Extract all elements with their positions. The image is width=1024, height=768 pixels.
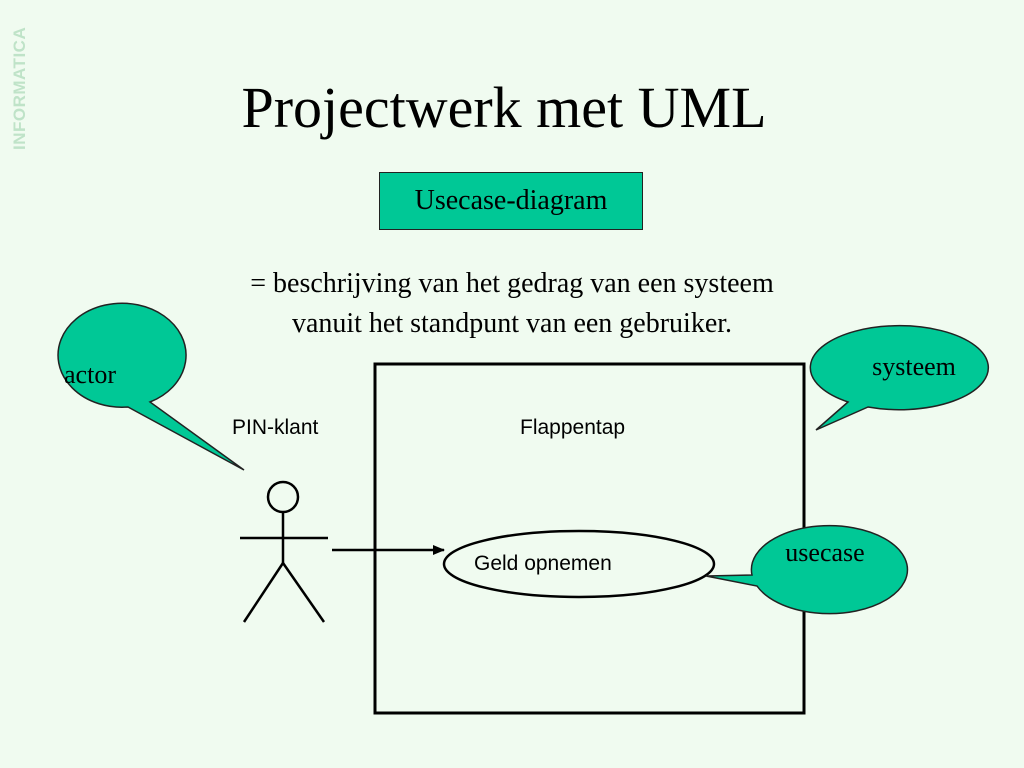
system-callout [809,324,990,431]
usecase-callout [705,524,909,615]
usecase-name-label: Geld opnemen [474,552,612,575]
system-callout-label: systeem [872,352,956,381]
usecase-ellipse [442,529,716,599]
usecase-callout-label: usecase [785,538,865,567]
usecase-diagram-badge: Usecase-diagram [379,172,643,230]
actor-head [266,480,300,514]
description-line-2: vanuit het standpunt van een gebruiker. [291,308,733,339]
actor-right-leg [281,562,326,623]
page-title: Projectwerk met UML [241,75,767,140]
description: = beschrijving van het gedrag van een sy… [0,264,1024,344]
description-line-1: = beschrijving van het gedrag van een sy… [250,268,774,299]
actor-name-label: PIN-klant [232,416,319,439]
actor-figure [240,480,328,623]
actor-callout [57,302,245,471]
system-name-label: Flappentap [520,416,626,439]
actor-callout-label: actor [64,360,116,389]
actor-left-leg [242,562,285,623]
